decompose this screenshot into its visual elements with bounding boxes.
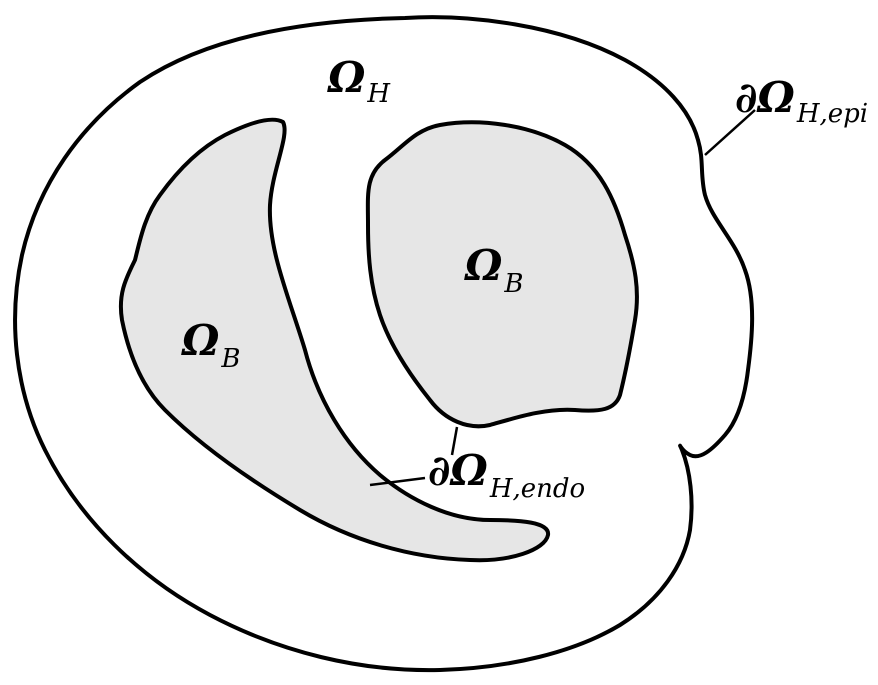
blood-pool-left-symbol: Ω <box>181 316 220 365</box>
heart-region-symbol: Ω <box>327 53 366 102</box>
blood-pool-right-symbol: Ω <box>464 241 503 290</box>
heart-region-label: ΩH <box>327 53 391 109</box>
blood-pool-right-subscript: B <box>503 269 523 299</box>
epicardium-label: ∂ΩH,epi <box>735 73 868 129</box>
heart-wall-region <box>13 15 755 673</box>
endo-leader-line-upper <box>450 426 459 456</box>
endocardium-symbol: ∂Ω <box>428 446 488 495</box>
blood-pool-left-subscript: B <box>220 344 240 374</box>
epicardium-subscript: H,epi <box>796 99 868 129</box>
blood-pool-left-label: ΩB <box>181 316 241 374</box>
epicardium-symbol: ∂Ω <box>735 73 795 122</box>
endocardium-subscript: H,endo <box>489 474 585 504</box>
epi-leader-line <box>704 109 756 156</box>
blood-pool-right <box>365 120 639 429</box>
endocardium-label: ∂ΩH,endo <box>428 446 585 504</box>
blood-pool-right-label: ΩB <box>464 241 524 299</box>
heart-region-subscript: H <box>366 79 391 109</box>
blood-pool-left <box>118 117 550 563</box>
endo-leader-line-lower <box>369 476 426 487</box>
